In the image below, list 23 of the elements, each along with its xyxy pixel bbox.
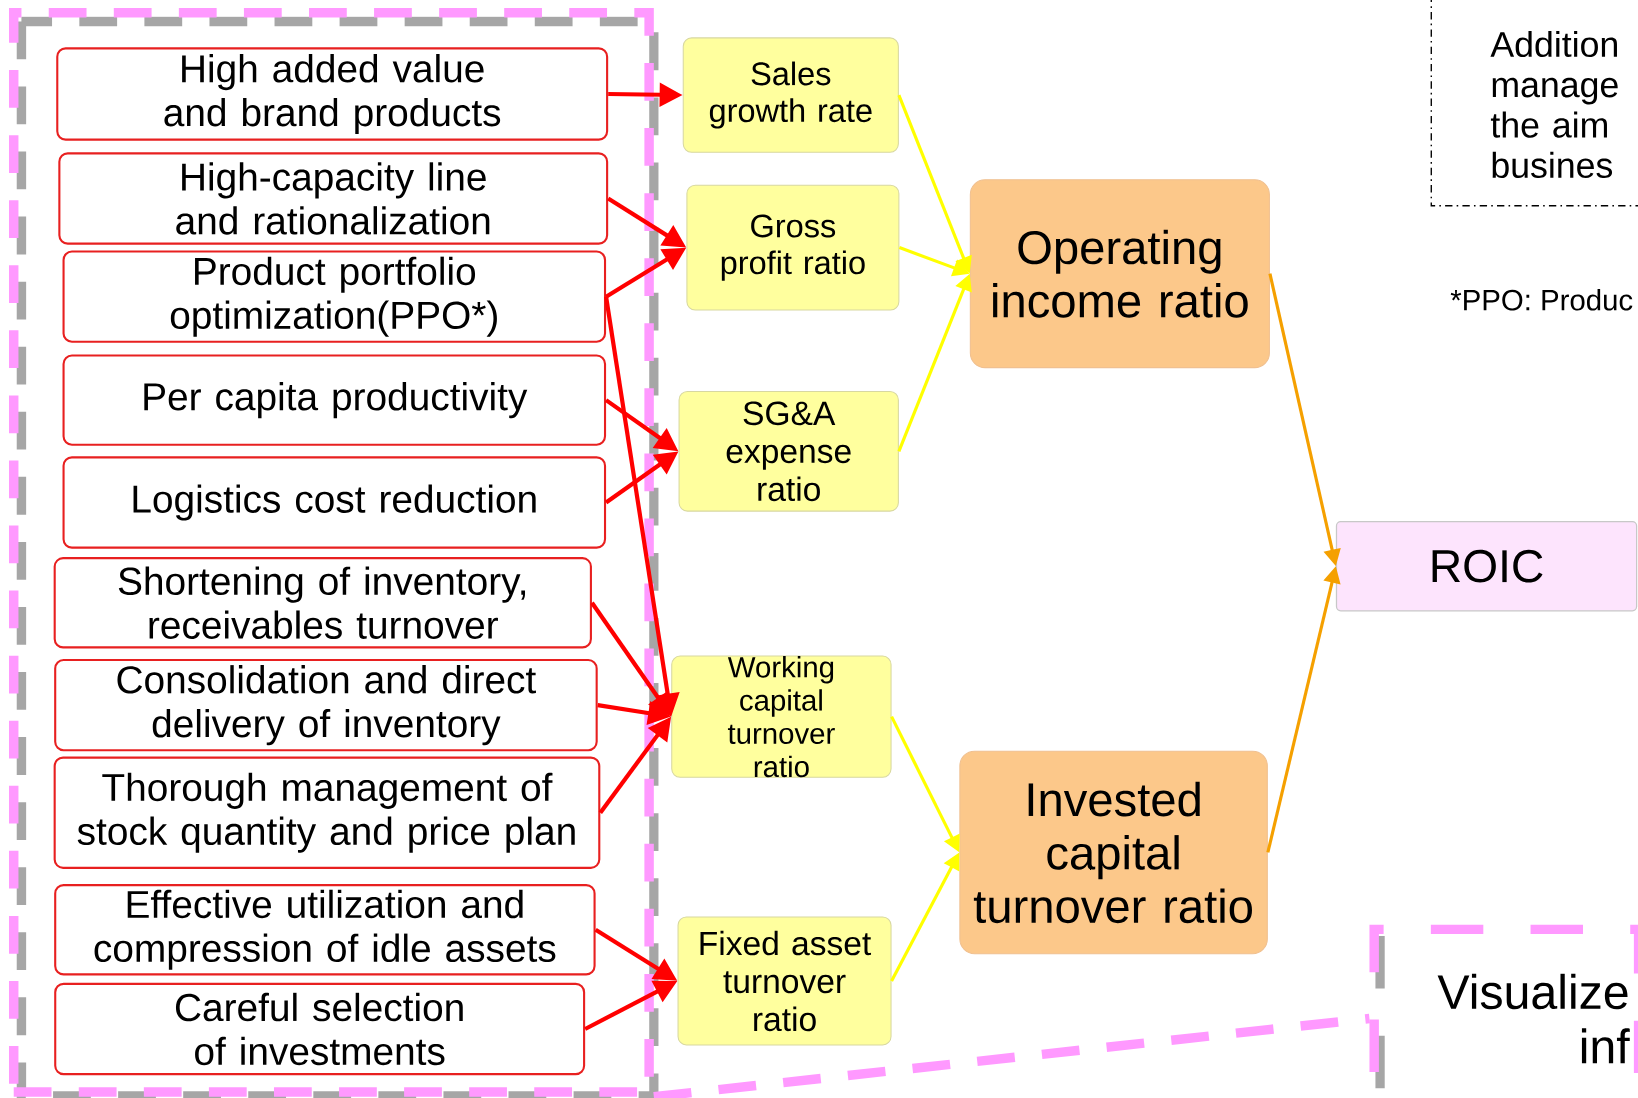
note-frame: Visualize inf bbox=[1369, 924, 1638, 1098]
factor-box: High added value and brand products bbox=[56, 47, 609, 141]
dashed-connector bbox=[653, 1013, 1370, 1098]
factor-box: Effective utilization and compression of idle assets bbox=[54, 884, 596, 976]
indicator-box: Fixed asset turnover ratio bbox=[677, 916, 892, 1046]
group-frame bbox=[9, 8, 659, 1098]
factor-box: Thorough management of stock quantity and price plan bbox=[53, 756, 601, 869]
factor-box: Consolidation and direct delivery of inventory bbox=[54, 659, 598, 752]
note-box: Addition manage the aim busines bbox=[1430, 0, 1638, 207]
factor-box: Logistics cost reduction bbox=[62, 456, 607, 549]
indicator-box: SG&A expense ratio bbox=[678, 391, 899, 512]
factor-box: Per capita productivity bbox=[62, 354, 607, 446]
factor-box: Product portfolio optimization(PPO*) bbox=[62, 250, 607, 343]
factor-box: Careful selection of investments bbox=[54, 982, 586, 1076]
indicator-box: Working capital turnover ratio bbox=[671, 655, 892, 778]
ratio-box: Invested capital turnover ratio bbox=[959, 750, 1268, 955]
footnote: *PPO: Produc bbox=[1450, 289, 1633, 311]
ratio-box: Operating income ratio bbox=[969, 179, 1270, 369]
factor-box: Shortening of inventory, receivables turnover bbox=[53, 557, 592, 649]
result-box: ROIC bbox=[1335, 521, 1638, 612]
factor-box: High-capacity line and rationalization bbox=[58, 152, 609, 245]
indicator-box: Gross profit ratio bbox=[686, 184, 900, 311]
indicator-box: Sales growth rate bbox=[682, 37, 899, 153]
